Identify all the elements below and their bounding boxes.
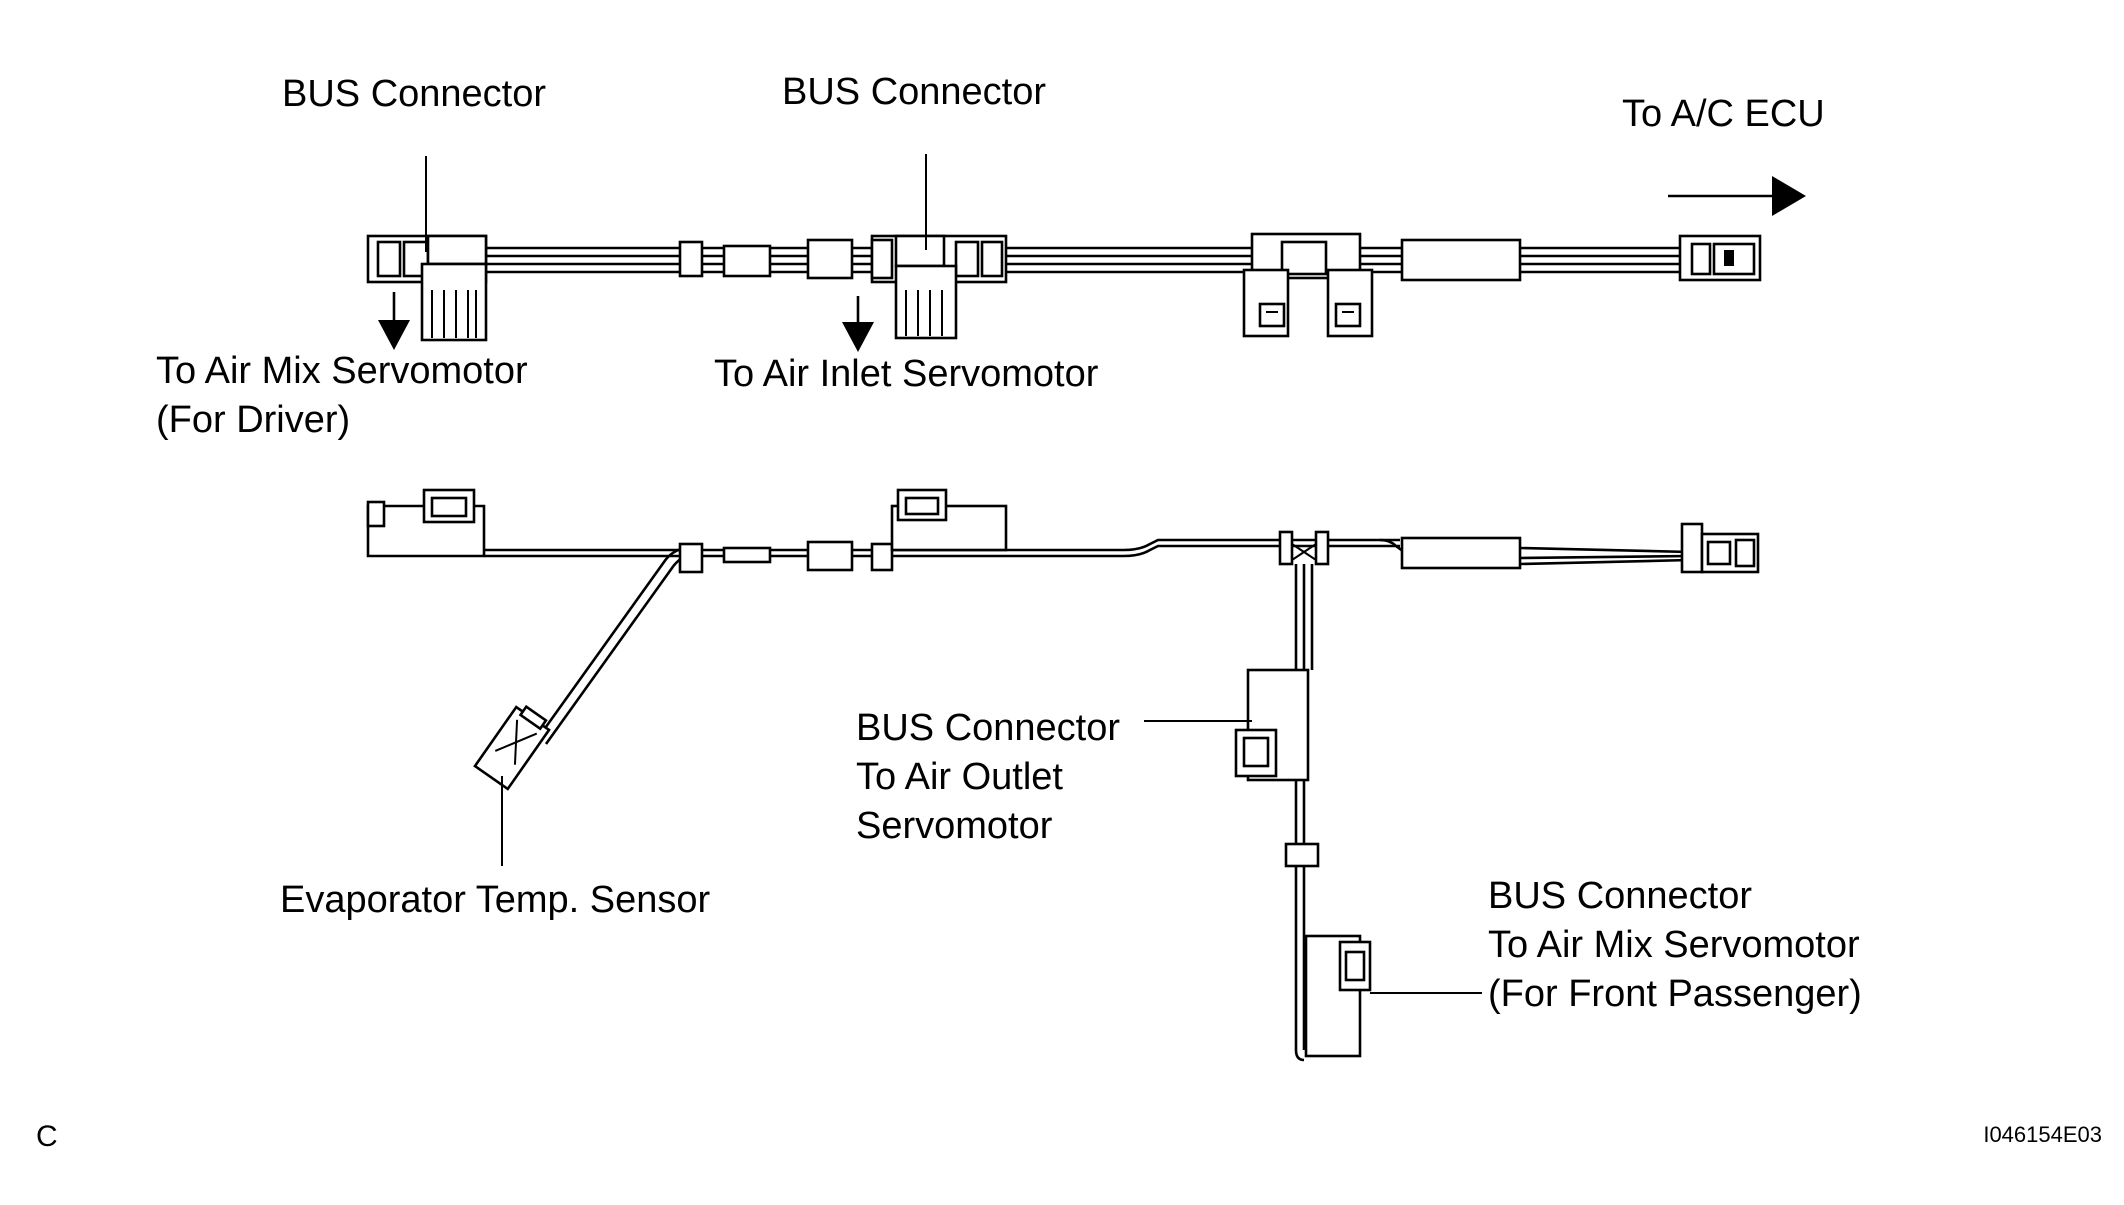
harness-top-view bbox=[366, 154, 1806, 352]
label-bus-connector-inlet: BUS Connector bbox=[782, 71, 1046, 113]
label-bus-connector-driver: BUS Connector bbox=[282, 73, 546, 115]
outlet-connector bbox=[1234, 668, 1310, 782]
top-junction-connectors bbox=[1242, 232, 1374, 338]
harness-side-view bbox=[366, 488, 1760, 1062]
side-clip-2 bbox=[870, 542, 894, 572]
vertical-branch bbox=[1284, 564, 1320, 1062]
label-air-mix-driver-line1: To Air Mix Servomotor bbox=[156, 350, 528, 392]
label-passenger-line2: To Air Mix Servomotor bbox=[1488, 924, 1860, 966]
label-passenger-line1: BUS Connector bbox=[1488, 875, 1752, 917]
top-sleeve-1 bbox=[722, 244, 772, 278]
side-sleeve-1 bbox=[722, 546, 772, 564]
corner-letter: C bbox=[36, 1120, 58, 1153]
side-junction-clip-1 bbox=[1278, 530, 1294, 566]
side-connector-left bbox=[366, 488, 486, 558]
side-junction-clip-2 bbox=[1314, 530, 1330, 566]
label-passenger-line3: (For Front Passenger) bbox=[1488, 973, 1862, 1015]
top-connector-middle bbox=[870, 234, 1008, 340]
side-sleeve-2 bbox=[806, 540, 854, 572]
side-clip-1 bbox=[678, 542, 704, 574]
top-clip-1 bbox=[678, 240, 704, 278]
label-air-inlet: To Air Inlet Servomotor bbox=[714, 353, 1099, 395]
top-sleeve-3 bbox=[1400, 238, 1522, 282]
side-connector-ecu bbox=[1680, 522, 1760, 574]
top-sleeve-2 bbox=[806, 238, 854, 280]
evaporator-branch bbox=[536, 542, 704, 745]
arrow-to-ecu-icon bbox=[1668, 176, 1806, 216]
side-wire-bundle bbox=[484, 538, 1691, 566]
label-air-mix-driver-line2: (For Driver) bbox=[156, 399, 350, 441]
arrow-down-icon bbox=[378, 292, 410, 350]
label-outlet-line1: BUS Connector bbox=[856, 707, 1120, 749]
label-outlet-line2: To Air Outlet bbox=[856, 756, 1063, 798]
side-sleeve-3 bbox=[1400, 536, 1522, 570]
label-evaporator: Evaporator Temp. Sensor bbox=[280, 879, 711, 921]
evaporator-sensor bbox=[473, 704, 551, 791]
side-connector-middle bbox=[890, 488, 1008, 552]
vertical-clip bbox=[1284, 842, 1320, 868]
label-to-ac-ecu: To A/C ECU bbox=[1622, 93, 1825, 135]
passenger-connector bbox=[1304, 934, 1372, 1058]
top-connector-ecu bbox=[1678, 234, 1762, 282]
figure-id: I046154E03 bbox=[1983, 1122, 2102, 1147]
label-outlet-line3: Servomotor bbox=[856, 805, 1053, 847]
arrow-down-icon bbox=[842, 296, 874, 352]
